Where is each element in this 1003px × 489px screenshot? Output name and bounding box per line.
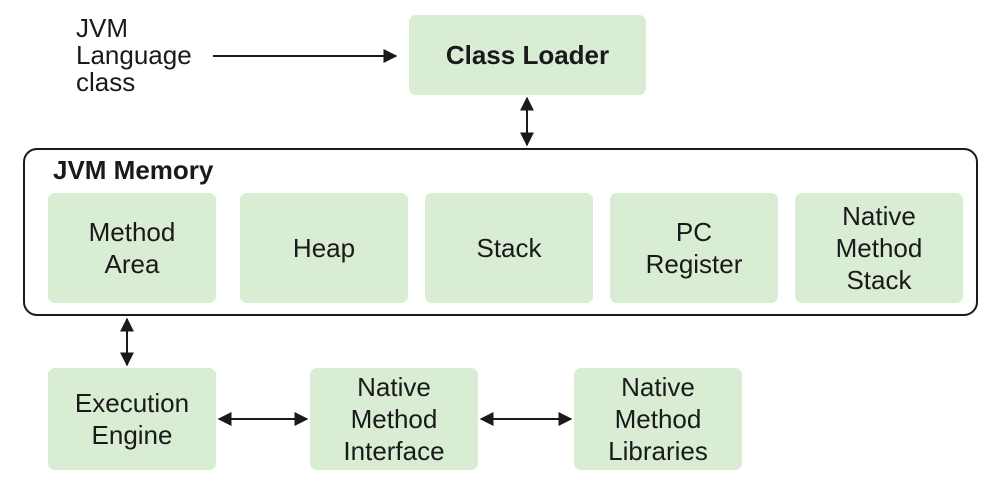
native-method-stack-box: Native Method Stack: [795, 193, 963, 303]
native-method-interface-box: Native Method Interface: [310, 368, 478, 470]
jvm-memory-title: JVM Memory: [53, 155, 214, 185]
pc-register-box: PC Register: [610, 193, 778, 303]
method-area-box: Method Area: [48, 193, 216, 303]
class-loader-box: Class Loader: [409, 15, 646, 95]
heap-box: Heap: [240, 193, 408, 303]
execution-engine-box: Execution Engine: [48, 368, 216, 470]
stack-box: Stack: [425, 193, 593, 303]
native-method-libraries-box: Native Method Libraries: [574, 368, 742, 470]
jvm-memory-frame: [23, 148, 978, 316]
jvm-language-class-label: JVM Language class: [76, 13, 192, 97]
